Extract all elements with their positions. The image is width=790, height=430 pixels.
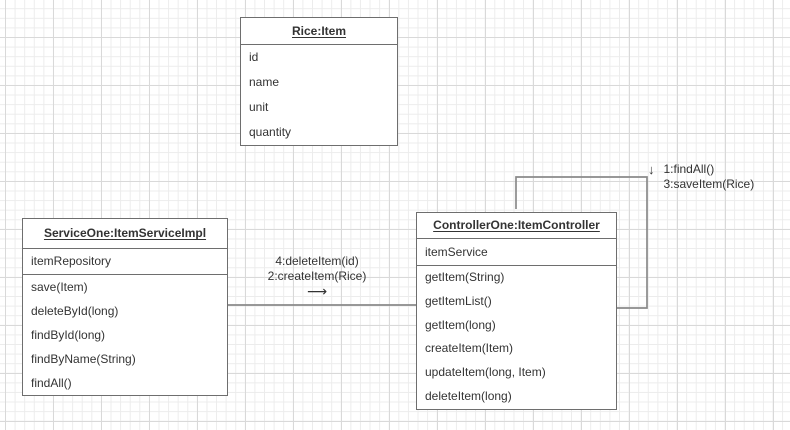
controller-methods-section: getItem(String) getItemList() getItem(lo…	[417, 265, 616, 409]
arrow-down-icon: ↓	[648, 162, 655, 177]
uml-method: createItem(Item)	[425, 341, 514, 356]
annotation-link-calls[interactable]: 4:deleteItem(id) 2:createItem(Rice) ⟶	[250, 254, 384, 299]
uml-method: deleteItem(long)	[425, 388, 512, 403]
uml-method: updateItem(long, Item)	[425, 365, 546, 380]
uml-object-controller-one[interactable]: ControllerOne:ItemController itemService…	[416, 212, 617, 410]
uml-attribute: itemRepository	[31, 254, 112, 268]
loop-call-3: 3:saveItem(Rice)	[663, 177, 755, 191]
arrow-right-icon: ⟶	[306, 283, 328, 299]
loop-call-labels: 1:findAll() 3:saveItem(Rice)	[664, 162, 755, 192]
uml-method: deleteById(long)	[31, 304, 119, 318]
uml-method: findAll()	[31, 376, 72, 390]
uml-method: findById(long)	[31, 328, 106, 342]
uml-attribute: name	[249, 75, 280, 89]
uml-object-rice-item[interactable]: Rice:Item id name unit quantity	[240, 17, 398, 146]
uml-method: getItemList()	[425, 293, 492, 308]
connector-controller-self-loop[interactable]	[515, 176, 648, 309]
uml-title-rice-item: Rice:Item	[291, 24, 347, 38]
controller-attributes-section: itemService	[417, 238, 616, 265]
uml-title-service-one: ServiceOne:ItemServiceImpl	[43, 226, 207, 240]
loop-call-1: 1:findAll()	[663, 162, 715, 176]
uml-method: findByName(String)	[31, 352, 136, 366]
uml-attribute: unit	[249, 100, 269, 114]
uml-object-service-one[interactable]: ServiceOne:ItemServiceImpl itemRepositor…	[22, 218, 228, 396]
uml-method: save(Item)	[31, 280, 88, 294]
rice-attributes-section: id name unit quantity	[241, 44, 397, 145]
uml-attribute: id	[249, 50, 259, 64]
uml-attribute: itemService	[425, 245, 488, 259]
uml-attribute: quantity	[249, 125, 292, 139]
uml-method: getItem(String)	[425, 270, 505, 284]
service-attributes-section: itemRepository	[23, 248, 227, 274]
uml-method: getItem(long)	[425, 317, 496, 332]
service-methods-section: save(Item) deleteById(long) findById(lon…	[23, 274, 227, 395]
annotation-loop-calls[interactable]: ↓ 1:findAll() 3:saveItem(Rice)	[648, 162, 754, 192]
link-call-4: 4:deleteItem(id)	[275, 254, 359, 268]
link-call-2: 2:createItem(Rice)	[267, 269, 367, 283]
uml-title-controller-one: ControllerOne:ItemController	[433, 218, 600, 232]
